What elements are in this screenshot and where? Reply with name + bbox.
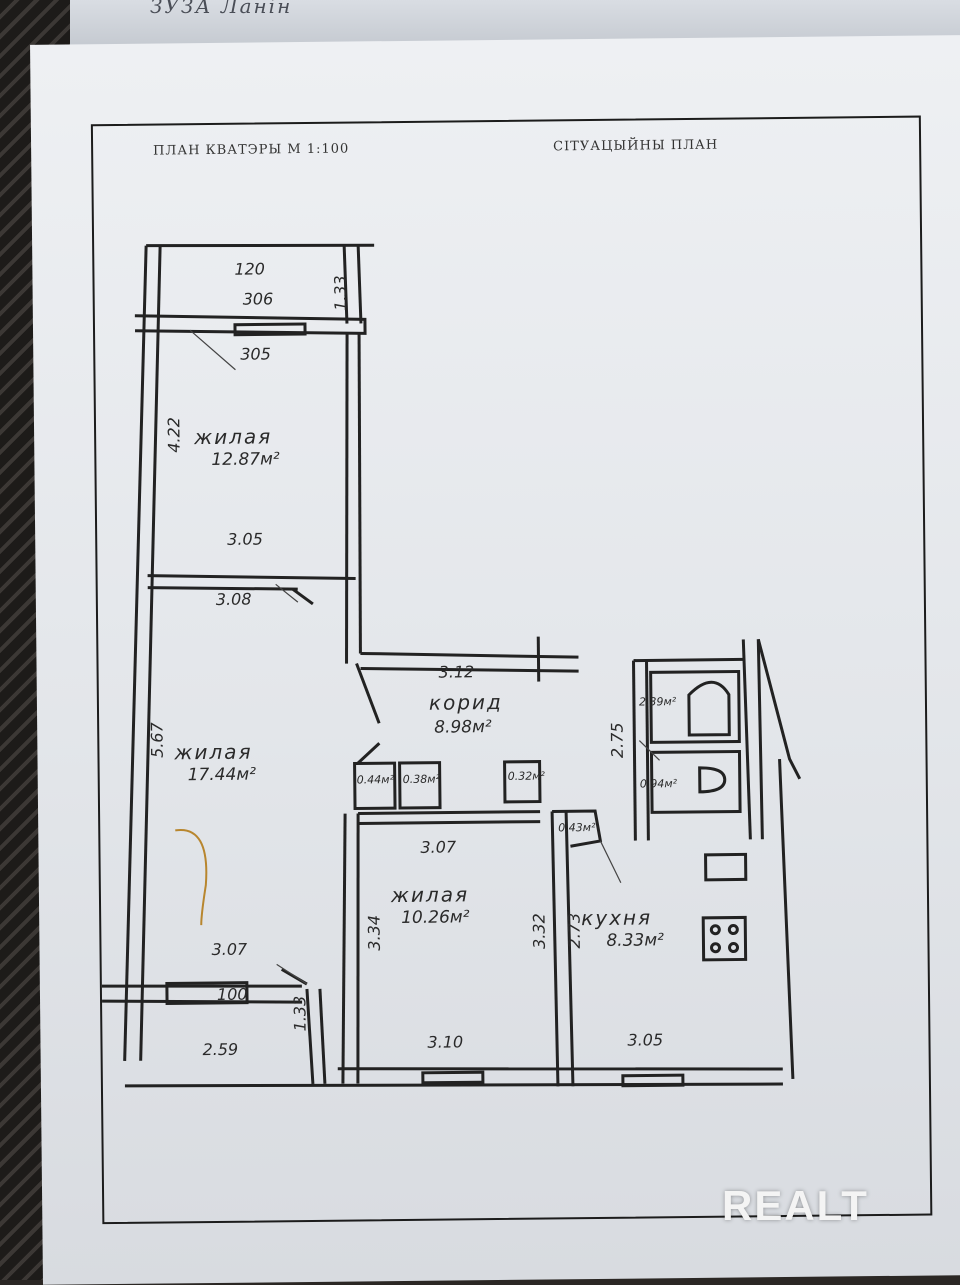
bath-area: 2.39м² <box>638 695 677 709</box>
document-sheet: ПЛАН КВАТЭРЫ М 1:100 СІТУАЦЫЙНЫ ПЛАН <box>30 35 960 1285</box>
dim-room2-bottom: 3.07 <box>211 939 248 960</box>
dim-room2-top: 3.08 <box>215 589 252 609</box>
dim-kitchen-height: 2.73 <box>564 912 584 949</box>
room1-area: 12.87м² <box>211 449 280 470</box>
closet2-area: 0.38м² <box>402 772 441 787</box>
room1-name: жилая <box>194 424 273 450</box>
room3-name: жилая <box>390 882 470 908</box>
dim-balcony2-width: 2.59 <box>202 1039 239 1060</box>
dim-room3-top: 3.07 <box>420 837 457 857</box>
dim-room3-left: 3.34 <box>364 914 384 951</box>
handwritten-note: ЗУЗА Ланін <box>150 0 293 18</box>
dim-room1-bottom: 3.05 <box>227 529 263 549</box>
kitchen-name: кухня <box>581 905 653 931</box>
closet1-area: 0.44м² <box>356 773 395 787</box>
dim-room2-height: 5.67 <box>147 722 167 758</box>
room2-name: жилая <box>174 739 253 765</box>
dim-kitchen-bottom: 3.05 <box>627 1030 664 1050</box>
kitchen-area: 8.33м² <box>606 930 665 951</box>
dim-corridor: 3.12 <box>438 662 475 682</box>
corridor-area: 8.98м² <box>434 717 492 738</box>
closet4-area: 0.43м² <box>558 820 596 835</box>
dim-balcony-top: 120 <box>234 259 266 279</box>
realt-watermark-logo: REALT <box>722 1182 869 1229</box>
dim-balcony2-label: 100 <box>216 984 248 1004</box>
wc-area: 0.94м² <box>639 777 678 791</box>
dim-room1-height: 4.22 <box>164 416 184 453</box>
dim-room3-right: 3.32 <box>529 913 549 949</box>
dim-room3-bottom: 3.10 <box>427 1032 464 1052</box>
corridor-name: корид <box>428 689 503 715</box>
floor-plan-drawing <box>101 243 802 1088</box>
room3-area: 10.26м² <box>401 907 470 929</box>
dim-room1-top: 305 <box>240 344 271 364</box>
room2-area: 17.44м² <box>187 764 257 786</box>
plan-frame: ПЛАН КВАТЭРЫ М 1:100 СІТУАЦЫЙНЫ ПЛАН <box>90 115 933 1225</box>
dim-balcony-depth: 1.33 <box>330 275 351 312</box>
dim-bath-height: 2.75 <box>607 722 627 759</box>
dim-balcony2-depth: 1.33 <box>290 995 310 1032</box>
closet3-area: 0.32м² <box>507 769 545 783</box>
dim-balcony-width: 306 <box>242 289 274 309</box>
